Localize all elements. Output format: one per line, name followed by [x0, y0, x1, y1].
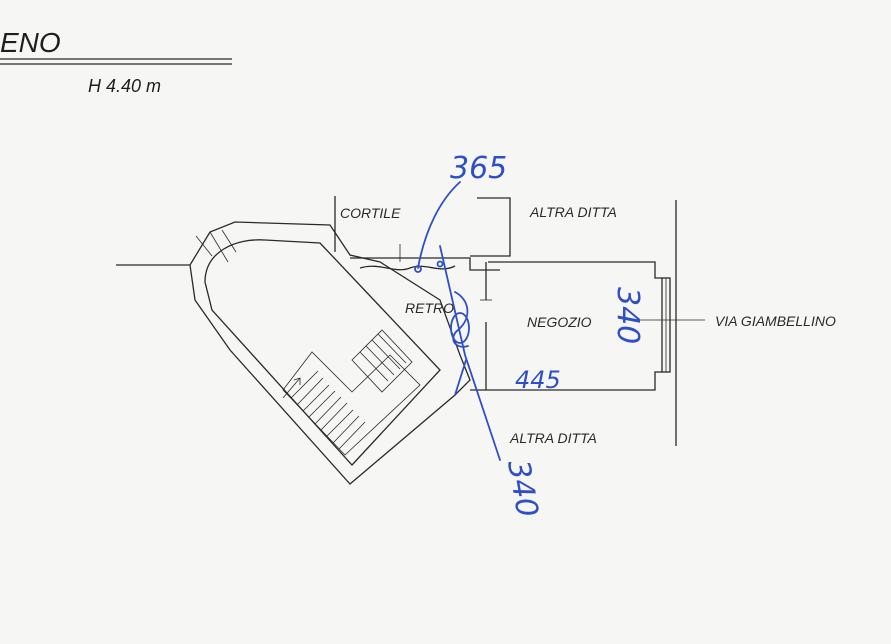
shop-unit: RETRO NEGOZIO VIA GIAMBELLINO: [405, 200, 836, 446]
stairwell-outer-wall: [189, 221, 471, 485]
pen-stroke-lower: [454, 359, 467, 396]
door-jamb-3: [221, 229, 237, 253]
shop-north-wall: [488, 261, 662, 279]
handwritten-notes: 365 445 340 340: [414, 151, 645, 520]
ceiling-height-label: H 4.40 m: [88, 76, 161, 96]
label-via-giambellino: VIA GIAMBELLINO: [715, 313, 836, 329]
title-block: ENO H 4.40 m: [0, 27, 232, 96]
label-retro: RETRO: [405, 300, 454, 316]
stair-arrow-head: [293, 377, 301, 385]
pen-stroke-diagonal: [439, 245, 501, 461]
label-neighbor-bottom: ALTRA DITTA: [509, 430, 597, 446]
hand-dim-shop-width: 445: [515, 366, 561, 394]
hand-dim-top: 365: [450, 151, 507, 186]
pen-scribble: [452, 291, 469, 348]
label-cortile: CORTILE: [340, 205, 401, 221]
label-neighbor-top: ALTRA DITTA: [529, 204, 617, 220]
stair-flight-lower: [282, 351, 421, 456]
courtyard-south-edge: [350, 257, 500, 271]
courtyard-area: CORTILE: [334, 196, 511, 271]
shop-south-wall: [470, 371, 662, 391]
pen-stroke-upper: [417, 181, 461, 269]
hand-dim-shop-depth: 340: [610, 287, 645, 344]
pen-scribble-circle: [450, 312, 470, 344]
door-jamb-2: [209, 231, 229, 263]
stairwell-inner-wall: [204, 239, 441, 466]
door-jamb-1: [195, 235, 213, 257]
stairwell: [116, 221, 471, 485]
label-negozio: NEGOZIO: [527, 314, 592, 330]
courtyard-east-wall: [470, 197, 511, 257]
plan-title: ENO: [0, 27, 61, 58]
courtyard-opening: [359, 265, 456, 271]
pen-dot-courtyard: [414, 265, 422, 273]
stair-arrow-shaft: [282, 377, 301, 399]
hand-dim-bottom: 340: [500, 457, 544, 519]
pen-dot-step: [436, 260, 444, 268]
stair-treads: [290, 333, 407, 450]
